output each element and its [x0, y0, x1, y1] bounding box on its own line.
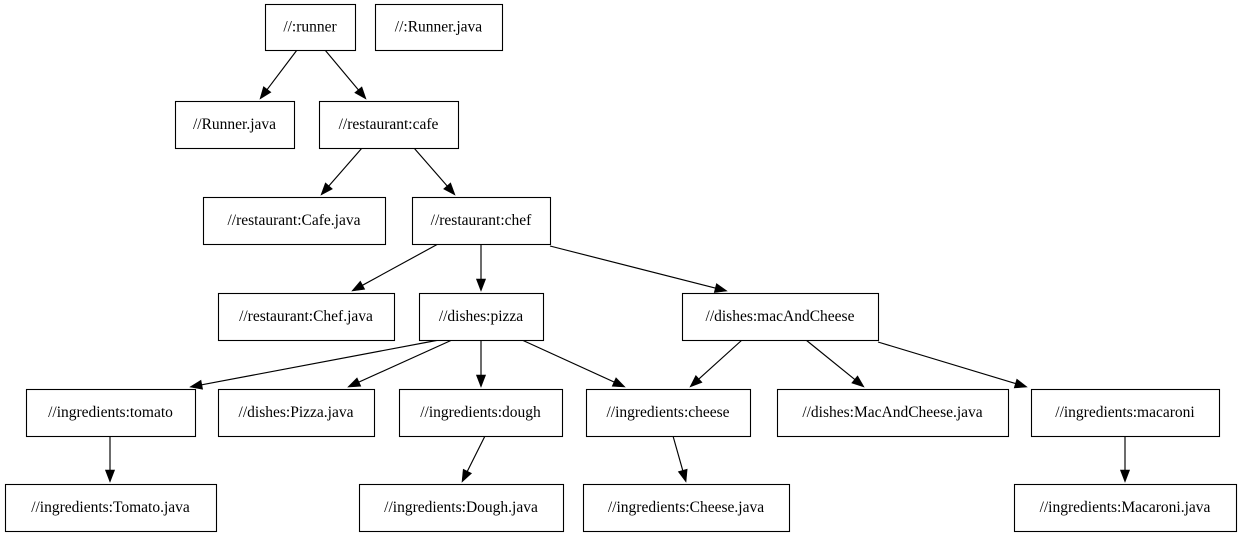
graph-node-label: //ingredients:Tomato.java: [31, 499, 190, 516]
graph-node[interactable]: //Runner.java: [174, 100, 296, 150]
graph-edge: [697, 339, 743, 381]
graph-edge: [672, 435, 684, 472]
graph-edge-arrowhead: [1119, 469, 1131, 483]
graph-edge-arrowhead: [443, 182, 456, 196]
graph-node[interactable]: //restaurant:Chef.java: [217, 292, 396, 342]
graph-node[interactable]: //dishes:pizza: [418, 292, 545, 342]
graph-edge: [200, 339, 440, 386]
graph-node[interactable]: //dishes:MacAndCheese.java: [776, 388, 1010, 438]
graph-edge-arrowhead: [259, 86, 272, 100]
graph-edge: [360, 243, 439, 287]
graph-node-box: [582, 483, 791, 533]
graph-node-box: [374, 3, 504, 52]
graph-node-label: //restaurant:Chef.java: [239, 308, 373, 325]
graph-node-label: //ingredients:dough: [420, 404, 541, 421]
graph-node-label: //Runner.java: [193, 116, 276, 133]
graph-node[interactable]: //restaurant:cafe: [318, 100, 460, 150]
graph-node-label: //restaurant:chef: [431, 212, 533, 229]
graph-node-box: [25, 388, 197, 438]
graph-node[interactable]: //restaurant:Cafe.java: [202, 196, 387, 246]
edges-layer: [104, 49, 1131, 483]
graph-node-box: [411, 196, 552, 246]
graph-edge: [549, 245, 717, 289]
graph-edge-arrowhead: [351, 280, 366, 292]
graph-node[interactable]: //ingredients:tomato: [25, 388, 197, 438]
graph-node-label: //dishes:Pizza.java: [239, 404, 354, 421]
graph-edge: [466, 435, 486, 473]
graph-node-box: [1030, 388, 1221, 438]
graph-edge-arrowhead: [475, 278, 487, 292]
graph-node-label: //ingredients:Dough.java: [384, 499, 538, 516]
graph-node[interactable]: //ingredients:Macaroni.java: [1013, 483, 1238, 533]
graph-node-label: //restaurant:Cafe.java: [228, 212, 361, 229]
graph-node[interactable]: //restaurant:chef: [411, 196, 552, 246]
graph-node-label: //ingredients:Macaroni.java: [1040, 499, 1211, 516]
graph-node-label: //ingredients:cheese: [606, 404, 729, 421]
graph-edge-arrowhead: [475, 374, 487, 388]
graph-node-label: //ingredients:macaroni: [1055, 404, 1195, 421]
graph-node[interactable]: //ingredients:cheese: [585, 388, 752, 438]
graph-node-box: [202, 196, 387, 246]
graph-edge: [413, 147, 449, 188]
graph-node-label: //ingredients:tomato: [48, 404, 173, 421]
graph-edge-arrowhead: [611, 377, 626, 388]
graph-node[interactable]: //ingredients:Tomato.java: [4, 483, 218, 533]
graph-edge-arrowhead: [347, 377, 362, 388]
graph-edge-arrowhead: [713, 283, 728, 293]
graph-edge-arrowhead: [689, 375, 703, 388]
graph-node-label: //:runner: [283, 19, 337, 36]
graph-edge: [327, 147, 363, 188]
graph-node[interactable]: //:runner: [264, 3, 357, 52]
graph-edge: [265, 49, 298, 91]
graph-node-label: //dishes:macAndCheese: [706, 308, 855, 325]
graph-node[interactable]: //dishes:Pizza.java: [217, 388, 376, 438]
graph-node-box: [585, 388, 752, 438]
graph-edge-arrowhead: [104, 469, 116, 483]
graph-node-label: //dishes:MacAndCheese.java: [802, 404, 982, 421]
graph-node[interactable]: //:Runner.java: [374, 3, 504, 52]
graph-node[interactable]: //ingredients:dough: [398, 388, 564, 438]
graph-node-label: //:Runner.java: [395, 19, 483, 36]
graph-node[interactable]: //ingredients:Cheese.java: [582, 483, 791, 533]
graph-node-box: [318, 100, 460, 150]
graph-edge: [521, 339, 616, 384]
graph-edge-arrowhead: [354, 86, 367, 100]
graph-node-box: [174, 100, 296, 150]
graph-node-box: [217, 388, 376, 438]
nodes-layer: //:runner //:Runner.java //Runner.java //re…: [4, 3, 1238, 533]
graph-node[interactable]: //ingredients:Dough.java: [358, 483, 565, 533]
graph-node-box: [681, 292, 880, 342]
graph-node-label: //dishes:pizza: [439, 308, 523, 325]
graph-node-label: //ingredients:Cheese.java: [608, 499, 764, 516]
graph-edge: [357, 339, 453, 384]
graph-node-box: [358, 483, 565, 533]
graph-edge-arrowhead: [461, 468, 473, 483]
graph-node-box: [1013, 483, 1238, 533]
graph-edge-arrowhead: [320, 182, 333, 196]
graph-edge: [805, 339, 857, 381]
graph-node-box: [217, 292, 396, 342]
graph-node-box: [418, 292, 545, 342]
graph-node-box: [398, 388, 564, 438]
graph-node[interactable]: //dishes:macAndCheese: [681, 292, 880, 342]
graph-node-box: [776, 388, 1010, 438]
graph-node-box: [4, 483, 218, 533]
graph-node-box: [264, 3, 357, 52]
graph-edge-arrowhead: [851, 375, 865, 388]
graph-edge: [324, 49, 360, 92]
graph-node[interactable]: //ingredients:macaroni: [1030, 388, 1221, 438]
graph-edge-arrowhead: [189, 379, 204, 390]
graph-edge-arrowhead: [677, 468, 688, 483]
graph-edge: [877, 341, 1018, 385]
graph-edge-arrowhead: [1013, 378, 1028, 389]
graph-node-label: //restaurant:cafe: [339, 116, 439, 133]
